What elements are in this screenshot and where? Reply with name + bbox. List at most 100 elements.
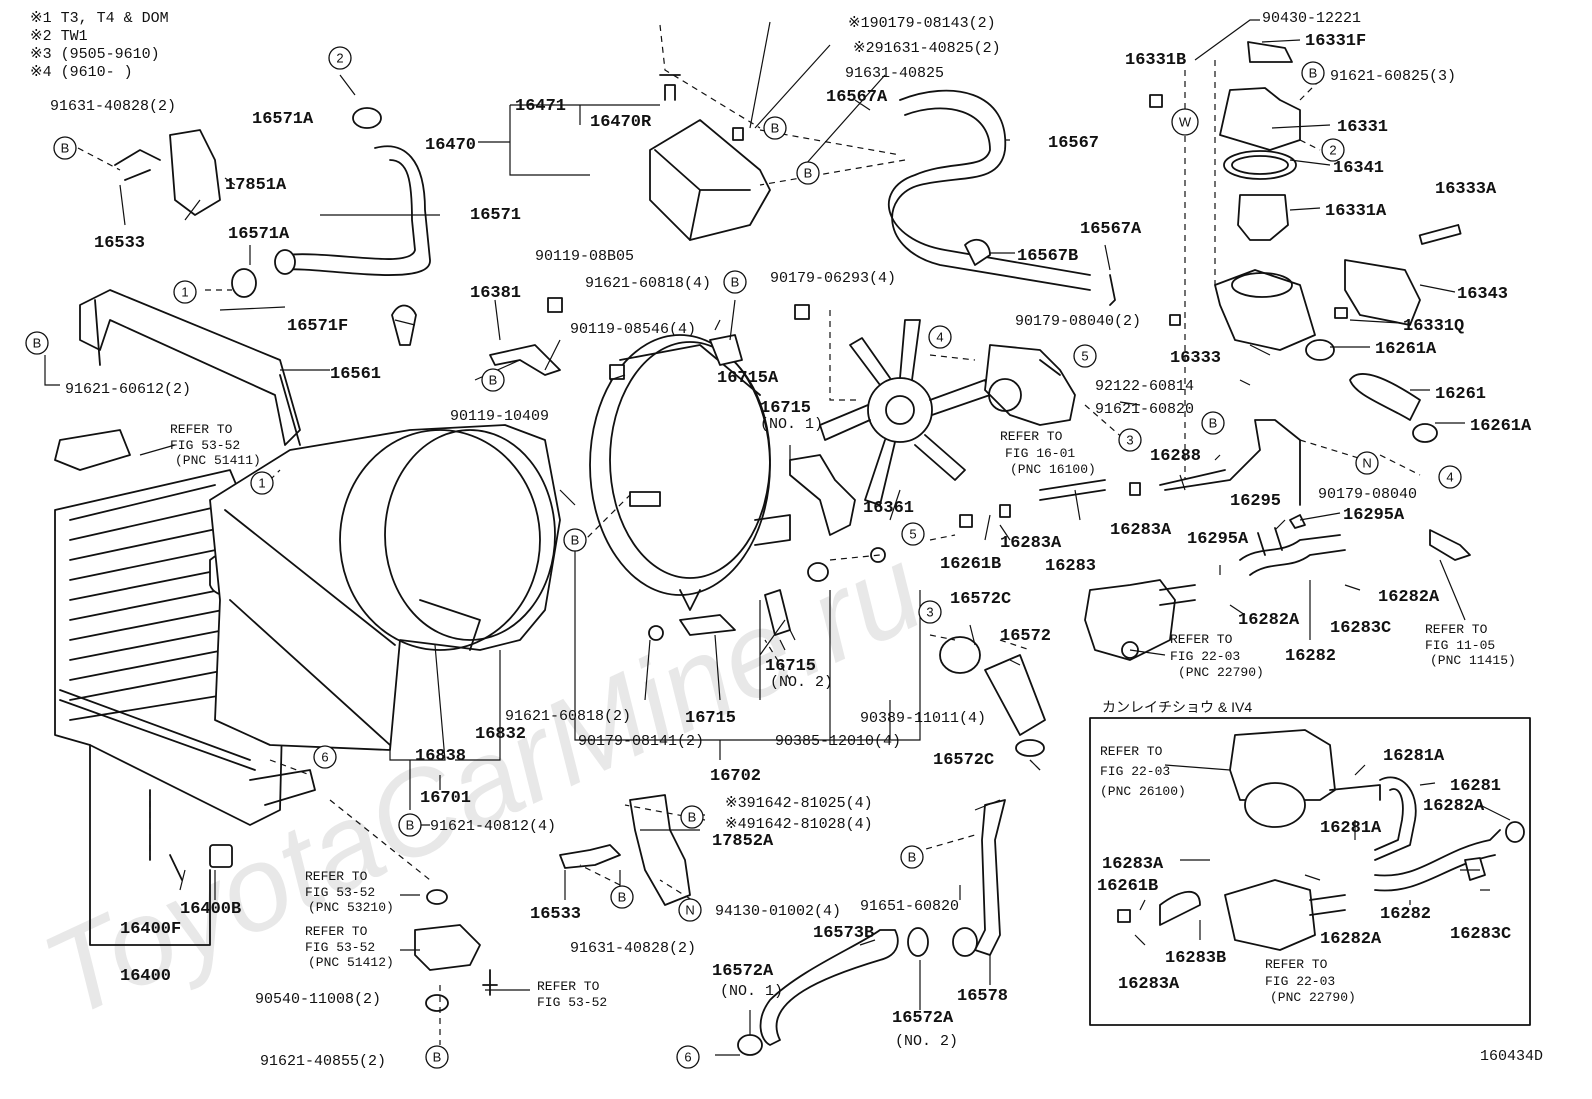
solid-leaders — [44, 19, 1511, 1056]
marker-b: B — [398, 813, 422, 837]
part-label: 16561 — [330, 365, 381, 384]
legend: ※1 T3, T4 & DOM ※2 TW1 ※3 (9505-9610) ※4… — [30, 10, 169, 81]
part-label: (NO. 2) — [895, 1033, 958, 1050]
legend-text-3: (9505-9610) — [61, 46, 160, 63]
part-labels: 91631-40828(2) 16571A 17851A 16533 16571… — [50, 10, 1532, 1070]
part-label: 90119-08546(4) — [570, 321, 696, 338]
svg-text:※4 (9610- ): ※4 (9610- ) — [30, 64, 133, 81]
part-label: 16715 — [760, 399, 811, 418]
figure-code: 160434D — [1480, 1048, 1543, 1065]
part-label: ※491642-81028(4) — [725, 816, 873, 833]
circle-markers: 2 B 1 B B B B B W B 2 4 5 3 B N 4 5 3 B … — [25, 46, 1462, 1069]
svg-text:6: 6 — [684, 1050, 691, 1065]
svg-text:※1 T3, T4 & DOM: ※1 T3, T4 & DOM — [30, 10, 169, 27]
part-label: 16571A — [228, 225, 290, 244]
part-label: ※391642-81025(4) — [725, 795, 873, 812]
svg-text:2: 2 — [1329, 143, 1336, 158]
svg-text:5: 5 — [909, 527, 916, 542]
marker-b: B — [563, 528, 587, 552]
marker-b: B — [900, 845, 924, 869]
part-label: 16343 — [1457, 285, 1508, 304]
svg-text:N: N — [1362, 456, 1371, 471]
part-label: 16295A — [1343, 506, 1405, 525]
part-label: 16572 — [1000, 627, 1051, 646]
part-label: 16571A — [252, 110, 314, 129]
part-label: 16702 — [710, 767, 761, 786]
part-label: 90119-08B05 — [535, 248, 634, 265]
part-label: 90179-08040(2) — [1015, 313, 1141, 330]
part-label: 16331F — [1305, 32, 1366, 51]
part-label: 16331A — [1325, 202, 1387, 221]
marker-3: 3 — [918, 600, 942, 624]
svg-text:N: N — [685, 903, 694, 918]
part-label: 16281A — [1320, 819, 1382, 838]
marker-2: 2 — [328, 46, 352, 70]
part-label: 90179-06293(4) — [770, 270, 896, 287]
part-label: 16571F — [287, 317, 348, 336]
marker-b: B — [25, 331, 49, 355]
marker-1: 1 — [173, 280, 197, 304]
part-label: 16470R — [590, 113, 652, 132]
part-label: 16400F — [120, 920, 181, 939]
part-label: 16567 — [1048, 134, 1099, 153]
part-label: 91621-60825(3) — [1330, 68, 1456, 85]
marker-n: N — [678, 898, 702, 922]
svg-text:B: B — [433, 1050, 442, 1065]
part-label: 91621-40812(4) — [430, 818, 556, 835]
part-label: 16400 — [120, 967, 171, 986]
marker-3: 3 — [1118, 428, 1142, 452]
part-label: 16331 — [1337, 118, 1388, 137]
legend-text-2: TW1 — [61, 28, 88, 45]
part-label: 91631-40828(2) — [570, 940, 696, 957]
part-label: 16283B — [1165, 949, 1226, 968]
thermostat-housing-drawing — [1149, 41, 1462, 351]
marker-6: 6 — [676, 1045, 700, 1069]
part-label: (NO. 2) — [770, 674, 833, 691]
part-label: 90430-12221 — [1262, 10, 1361, 27]
cooling-fan-drawing — [819, 319, 991, 506]
part-label: 90385-12010(4) — [775, 733, 901, 750]
part-label: 16283A — [1118, 975, 1180, 994]
part-label: 16567A — [826, 88, 888, 107]
legend-mark-2: ※2 — [30, 28, 52, 45]
part-label: 91621-60612(2) — [65, 381, 191, 398]
marker-b: B — [610, 885, 634, 909]
marker-b: B — [425, 1045, 449, 1069]
part-label: 16282A — [1423, 797, 1485, 816]
marker-6: 6 — [313, 745, 337, 769]
svg-text:B: B — [908, 850, 917, 865]
part-label: 16282 — [1380, 905, 1431, 924]
legend-mark-3: ※3 — [30, 46, 52, 63]
part-label: 16282A — [1378, 588, 1440, 607]
part-label: ※190179-08143(2) — [848, 15, 996, 32]
radiator-support-drawing — [54, 289, 301, 471]
part-label: (NO. 1) — [760, 416, 823, 433]
svg-text:※3 (9505-9610): ※3 (9505-9610) — [30, 46, 160, 63]
part-label: 16361 — [863, 499, 914, 518]
marker-n: N — [1355, 451, 1379, 475]
part-label: 16261B — [1097, 877, 1158, 896]
part-label: 16470 — [425, 136, 476, 155]
part-label: 91621-60820 — [1095, 401, 1194, 418]
part-label: 16331Q — [1403, 317, 1464, 336]
part-label: 16701 — [420, 789, 471, 808]
part-label: 16838 — [415, 747, 466, 766]
fan-shroud-drawing — [209, 424, 561, 751]
bypass-hose-drawing — [887, 89, 1116, 306]
part-label: 16832 — [475, 725, 526, 744]
svg-text:5: 5 — [1081, 349, 1088, 364]
part-label: 16261A — [1470, 417, 1532, 436]
marker-b: B — [796, 161, 820, 185]
part-label: 16333A — [1435, 180, 1497, 199]
legend-text-4: (9610- ) — [61, 64, 133, 81]
part-label: 90179-08141(2) — [578, 733, 704, 750]
part-label: 91621-40855(2) — [260, 1053, 386, 1070]
part-label: 16715A — [717, 369, 779, 388]
part-label: 92122-60814 — [1095, 378, 1194, 395]
marker-b: B — [53, 136, 77, 160]
